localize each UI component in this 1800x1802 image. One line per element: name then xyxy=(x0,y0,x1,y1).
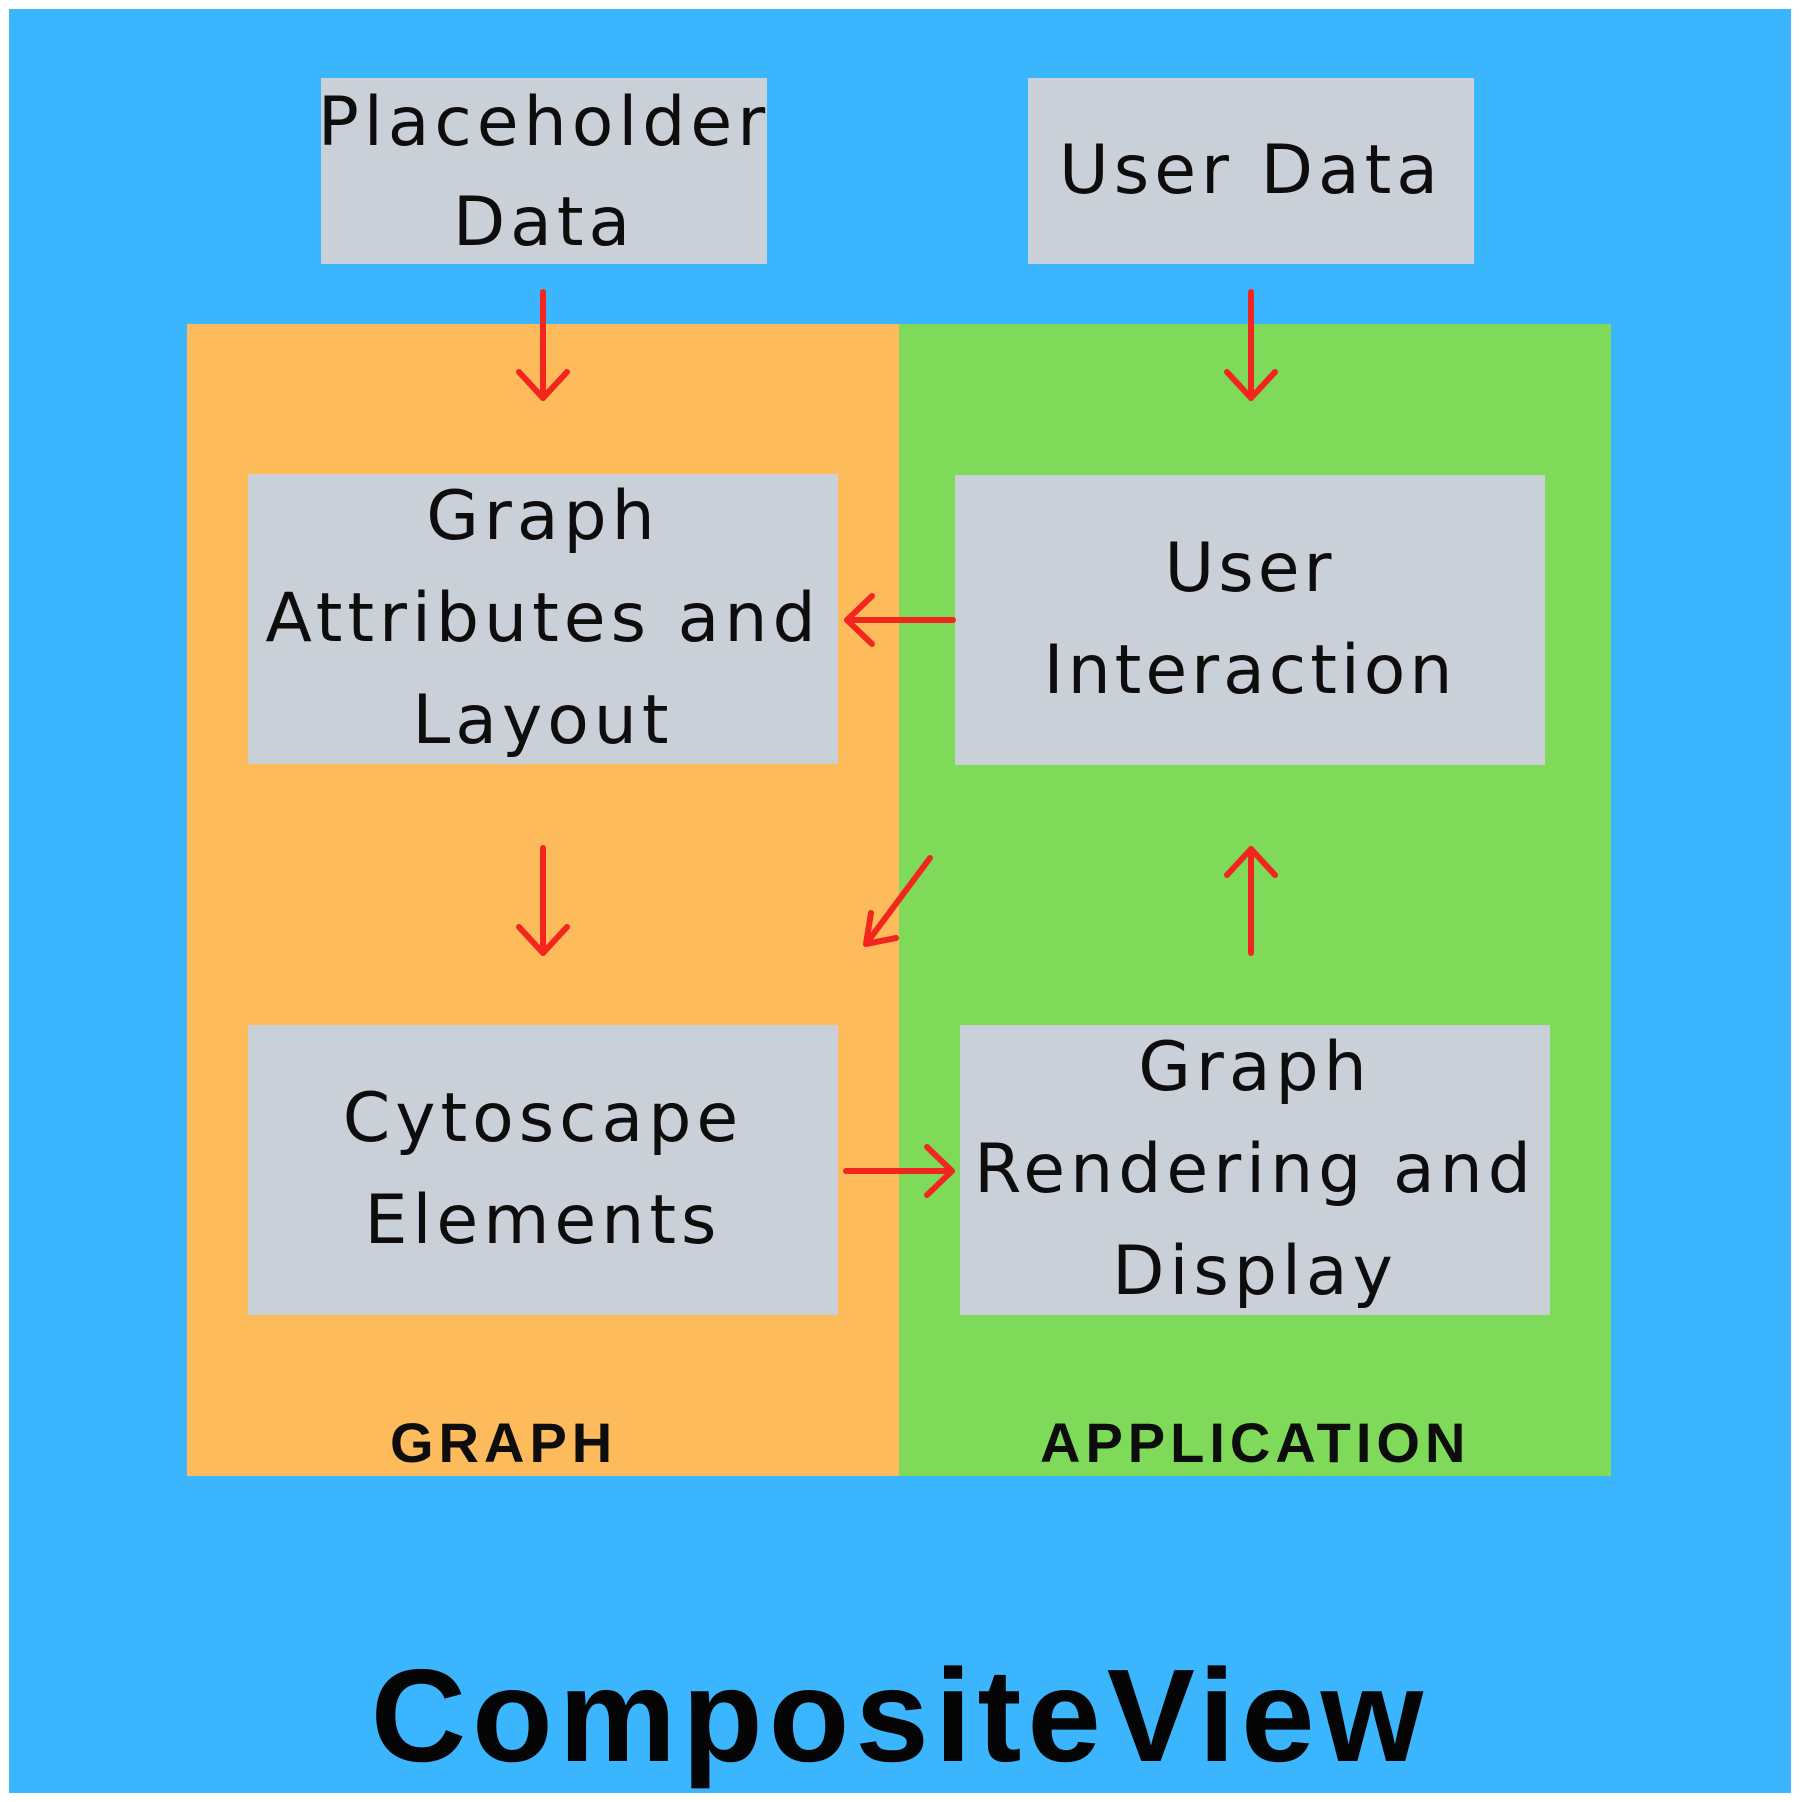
node-graph-attributes-layout: Graph Attributes and Layout xyxy=(248,474,838,764)
diagram-title: CompositeView xyxy=(370,1642,1430,1789)
node-user-interaction: User Interaction xyxy=(955,475,1545,765)
node-graph-rendering-display-label: Graph Rendering and Display xyxy=(974,1028,1536,1311)
node-cytoscape-elements: Cytoscape Elements xyxy=(248,1025,838,1315)
graph-panel-label: GRAPH xyxy=(390,1411,618,1474)
node-graph-attributes-layout-label: Graph Attributes and Layout xyxy=(265,477,821,760)
application-panel-label: APPLICATION xyxy=(1040,1411,1471,1474)
node-placeholder-data-label: Placeholder Data xyxy=(317,83,771,262)
node-cytoscape-elements-label: Cytoscape Elements xyxy=(342,1079,744,1260)
node-user-data: User Data xyxy=(1028,78,1474,264)
node-graph-rendering-display: Graph Rendering and Display xyxy=(960,1025,1550,1315)
node-user-data-label: User Data xyxy=(1059,131,1443,210)
node-user-interaction-label: User Interaction xyxy=(1043,529,1457,710)
node-placeholder-data: Placeholder Data xyxy=(318,78,767,264)
